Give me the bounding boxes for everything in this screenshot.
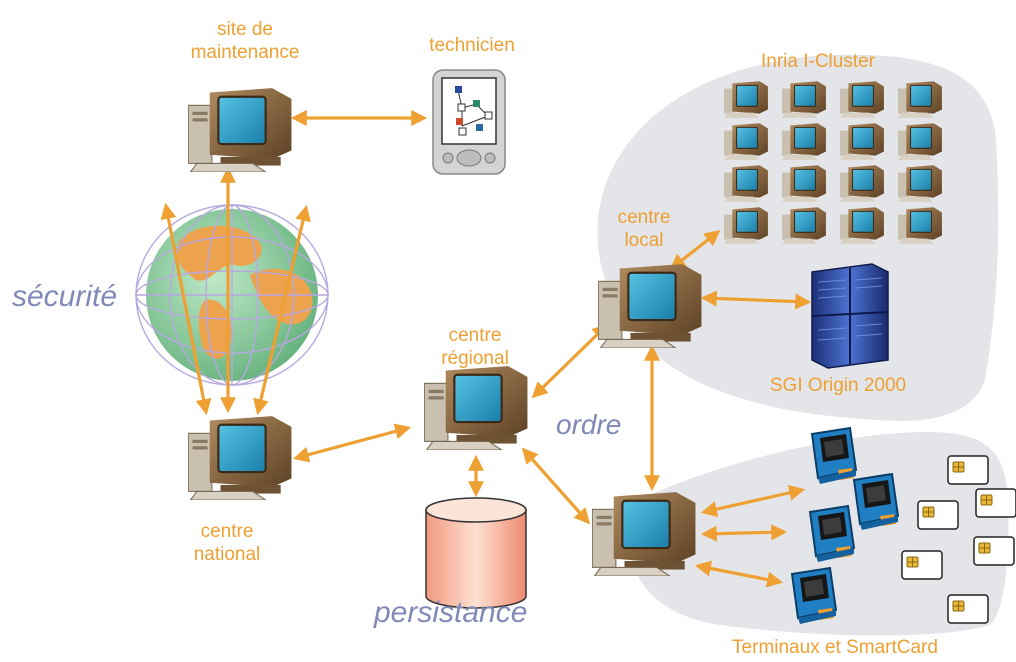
card-terminal-icon [791,567,837,625]
database-cylinder-icon [425,497,527,609]
smartcard-icon [917,500,959,530]
arrow-local-origin [700,290,812,310]
regional-center-line2: régional [441,348,509,369]
card-terminal-icon [809,505,855,563]
arrow-regional-terminals [521,447,591,525]
cluster-label: Inria I-Cluster [760,51,876,72]
arrow-terminal-1 [700,484,806,518]
arrow-local-cluster [669,230,721,270]
terminals-label: Terminaux et SmartCard [732,637,938,658]
arrow-regional-local [531,323,609,399]
maintenance-site-line1: site de [217,19,273,40]
arrow-terminal-2 [700,524,788,542]
regional-computer-icon [424,365,529,450]
arrow-globe-right [253,204,311,416]
card-terminal-icon [811,427,857,485]
regional-center-line1: centre [448,325,502,346]
smartcard-icon [975,488,1016,518]
card-terminal-icon [853,473,899,531]
order-concept: ordre [556,409,622,440]
national-center-line1: centre [200,521,254,542]
origin-label: SGI Origin 2000 [769,375,907,396]
national-center-line2: national [193,544,261,565]
national-computer-icon [188,415,293,500]
smartcard-icon [947,594,989,624]
technician-label: technicien [429,35,515,56]
regional-center-label: centre régional [420,324,530,370]
server-rack-icon [811,263,889,369]
smartcard-icon [973,536,1015,566]
maintenance-computer-icon [188,87,293,172]
maintenance-site-label: site de maintenance [190,18,300,64]
smartcard-icon [901,550,943,580]
smartcard-icon [947,455,989,485]
connection-arrows [160,110,812,588]
local-center-line2: local [624,230,664,251]
local-center-label: centre local [602,206,686,252]
national-center-label: centre national [172,520,282,566]
maintenance-site-line2: maintenance [190,42,300,63]
pda-icon [432,69,506,175]
terminal-hub-computer-icon [592,491,697,576]
persistence-concept: persistance [374,596,528,629]
arrow-terminal-3 [694,560,784,588]
arrow-globe-left [160,202,212,416]
arrow-national-regional [292,423,412,463]
local-center-line1: centre [617,207,671,228]
security-concept: sécurité [12,280,118,313]
